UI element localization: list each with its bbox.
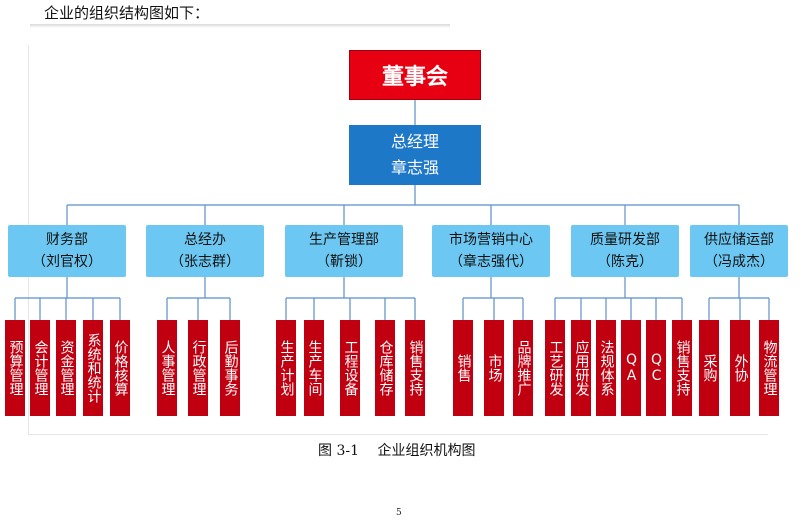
- sub-unit-node: 价格核算: [110, 320, 130, 416]
- board-node: 董事会: [349, 50, 481, 100]
- gm-title: 总经理: [390, 132, 439, 151]
- department-node: 质量研发部 （陈克）: [571, 225, 679, 277]
- divider: [30, 24, 450, 28]
- board-label: 董事会: [381, 65, 448, 90]
- sub-unit-node: 工艺研发: [545, 320, 565, 416]
- frame-bottom-border: [28, 434, 768, 435]
- sub-unit-node: 仓库储存: [375, 320, 395, 416]
- department-head: （章志强代）: [449, 254, 533, 270]
- sub-unit-node: QA: [621, 320, 641, 416]
- sub-unit-node: 工程设备: [340, 320, 360, 416]
- department-node: 供应储运部 （冯成杰）: [690, 225, 788, 277]
- sub-unit-node: 后勤事务: [220, 320, 240, 416]
- sub-unit-node: 预算管理: [5, 320, 25, 416]
- sub-unit-node: 销售支持: [405, 320, 425, 416]
- department-head: （陈克）: [597, 254, 653, 270]
- department-head: （冯成杰）: [704, 254, 774, 270]
- department-name: 市场营销中心: [449, 232, 533, 248]
- sub-unit-node: 销售: [453, 320, 473, 416]
- sub-unit-node: 法规体系: [596, 320, 616, 416]
- sub-unit-node: 外协: [730, 320, 750, 416]
- sub-unit-node: 会计管理: [30, 320, 50, 416]
- department-head: （靳锁）: [316, 254, 372, 270]
- sub-unit-node: 生产计划: [276, 320, 296, 416]
- sub-unit-node: 销售支持: [672, 320, 692, 416]
- department-name: 财务部: [46, 232, 88, 248]
- general-manager-node: 总经理 章志强: [349, 125, 481, 185]
- sub-unit-node: 人事管理: [157, 320, 177, 416]
- department-name: 质量研发部: [590, 232, 660, 248]
- sub-unit-node: QC: [646, 320, 666, 416]
- intro-text: 企业的组织结构图如下：: [44, 4, 210, 22]
- department-node: 财务部 （刘官权）: [8, 225, 126, 277]
- department-head: （刘官权）: [32, 254, 102, 270]
- sub-unit-node: 系统和统计: [83, 320, 103, 416]
- sub-unit-node: 行政管理: [188, 320, 208, 416]
- sub-unit-node: 应用研发: [571, 320, 591, 416]
- department-name: 生产管理部: [309, 232, 379, 248]
- department-node: 市场营销中心 （章志强代）: [432, 225, 550, 277]
- sub-unit-node: 物流管理: [759, 320, 779, 416]
- department-node: 生产管理部 （靳锁）: [285, 225, 403, 277]
- sub-unit-node: 资金管理: [56, 320, 76, 416]
- sub-unit-node: 品牌推广: [513, 320, 533, 416]
- department-head: （张志群）: [170, 254, 240, 270]
- sub-unit-node: 市场: [484, 320, 504, 416]
- department-name: 总经办: [184, 232, 226, 248]
- department-node: 总经办 （张志群）: [146, 225, 264, 277]
- department-name: 供应储运部: [704, 232, 774, 248]
- figure-caption: 图 3-1 企业组织机构图: [318, 443, 476, 459]
- gm-name: 章志强: [390, 158, 439, 177]
- page-number: 5: [396, 508, 402, 518]
- sub-unit-node: 采购: [699, 320, 719, 416]
- sub-unit-node: 生产车间: [304, 320, 324, 416]
